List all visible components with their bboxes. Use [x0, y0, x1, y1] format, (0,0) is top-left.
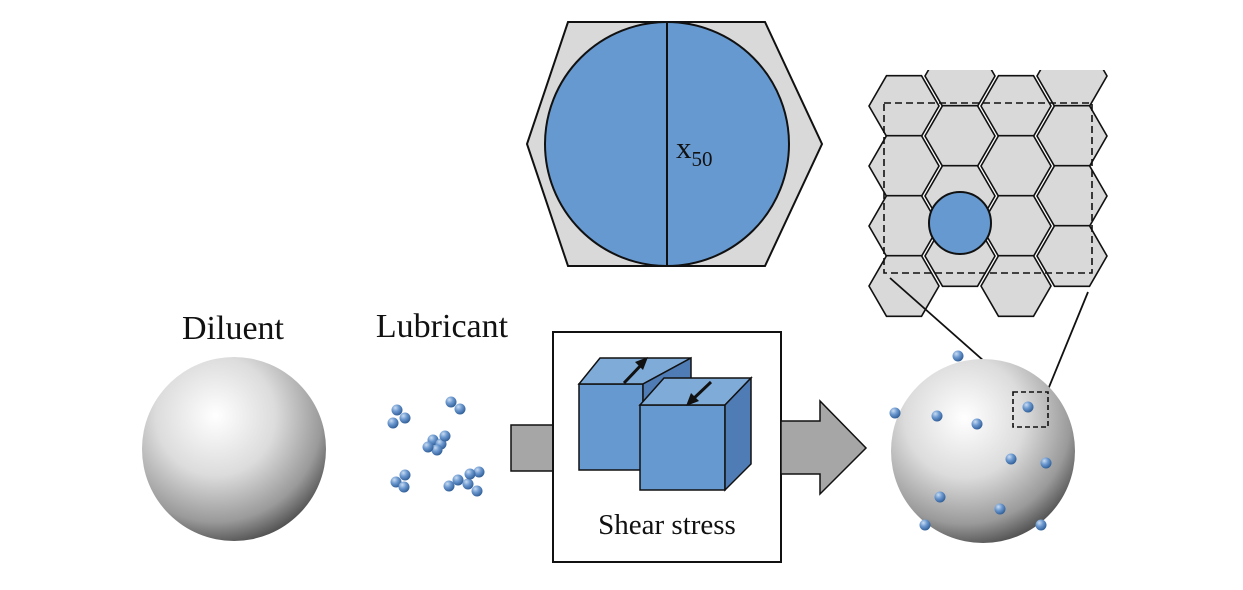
lubricant-bead — [889, 407, 901, 419]
coated-sphere — [891, 359, 1075, 543]
lubricant-bead — [445, 396, 457, 408]
lubricant-bead — [471, 485, 483, 497]
hexagonal-lattice — [868, 70, 1108, 318]
lattice-hexagon — [1036, 224, 1108, 288]
lattice-hexagon — [868, 134, 940, 198]
lubricant-bead — [443, 480, 455, 492]
lubricant-bead — [399, 412, 411, 424]
front-cube — [638, 376, 753, 492]
lattice-cells — [868, 70, 1108, 318]
lubricant-bead — [390, 476, 402, 488]
lubricant-bead — [952, 350, 964, 362]
lattice-hexagon — [1036, 164, 1108, 228]
shear-arrow-up-head — [635, 357, 648, 370]
lubricant-bead — [1022, 401, 1034, 413]
lubricant-bead — [1035, 519, 1047, 531]
lattice-hexagon — [980, 254, 1052, 318]
lubricant-bead — [464, 468, 476, 480]
lubricant-bead — [439, 430, 451, 442]
x50-label: x50 — [676, 130, 713, 171]
diluent-label: Diluent — [182, 310, 285, 347]
arrow-input-stub — [510, 424, 556, 472]
shear-stress-label: Shear stress — [598, 509, 736, 541]
zoom-dashed-square — [1012, 391, 1049, 428]
lattice-hexagon — [1036, 104, 1108, 168]
lattice-hexagon — [1036, 70, 1108, 108]
arrow-output — [780, 399, 868, 496]
lubricant-bead — [452, 474, 464, 486]
lubricant-bead — [391, 404, 403, 416]
lubricant-bead — [919, 519, 931, 531]
lubricant-bead — [422, 441, 434, 453]
lattice-hexagon — [924, 70, 996, 108]
lubricant-label: Lubricant — [376, 308, 509, 345]
shear-stress-box: Shear stress — [552, 331, 782, 563]
zoom-line-right — [1046, 291, 1089, 393]
lattice-dashed-region — [883, 102, 1093, 274]
lubricant-bead — [398, 481, 410, 493]
lubricant-bead — [971, 418, 983, 430]
lubricant-bead — [473, 466, 485, 478]
lattice-center-particle — [928, 191, 992, 255]
lubricant-bead — [387, 417, 399, 429]
lubricant-bead — [462, 478, 474, 490]
lattice-hexagon — [868, 254, 940, 318]
lubricant-bead — [431, 444, 443, 456]
lubricant-bead — [1005, 453, 1017, 465]
diluent-sphere — [142, 357, 326, 541]
lubricant-particles — [387, 396, 485, 497]
hexagon-particle-diagram: x50 — [525, 21, 824, 267]
lubricant-bead — [399, 469, 411, 481]
lattice-hexagon — [980, 74, 1052, 138]
lattice-hexagon — [924, 104, 996, 168]
shear-arrow-down-head — [686, 393, 699, 406]
lubricant-bead — [1040, 457, 1052, 469]
lattice-hexagon — [868, 74, 940, 138]
coated-sphere-particles — [889, 350, 1052, 531]
lattice-hexagon — [980, 134, 1052, 198]
lubricant-bead — [994, 503, 1006, 515]
lubricant-bead — [934, 491, 946, 503]
lubricant-bead — [931, 410, 943, 422]
lubricant-bead — [454, 403, 466, 415]
